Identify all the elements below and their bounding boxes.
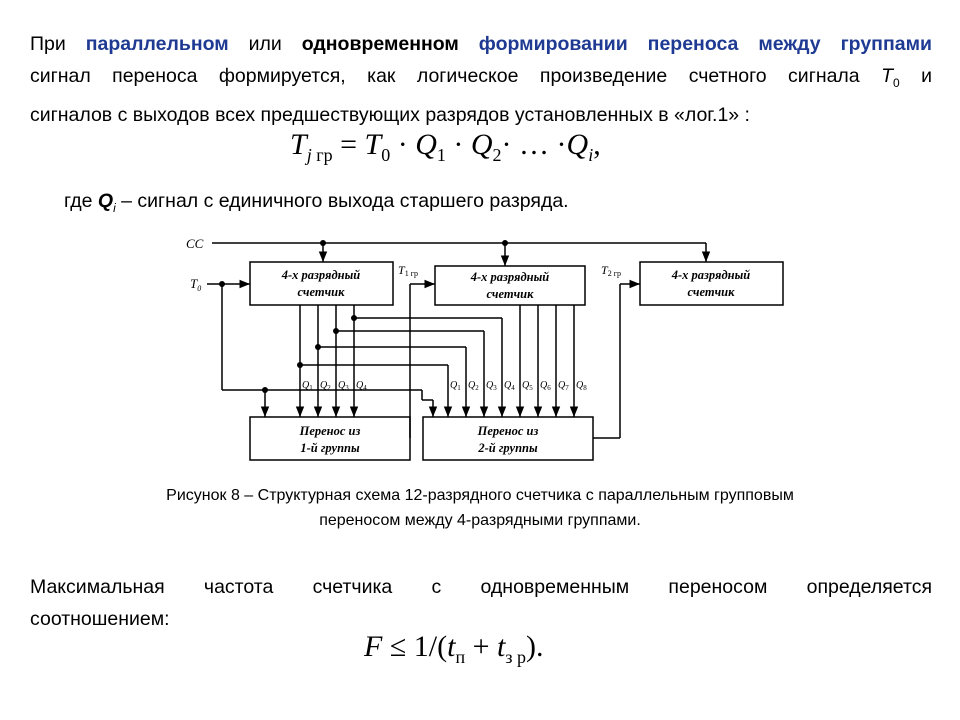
carry2-q6-label: Q6: [540, 380, 551, 392]
cc-label: CC: [186, 236, 204, 251]
formula-T: T: [290, 128, 307, 161]
carry1-q2-label: Q2: [320, 380, 331, 392]
carry2-q1-label: Q1: [450, 380, 461, 392]
carry1-q1-label: Q1: [302, 380, 313, 392]
carry2-q3-label: Q3: [486, 380, 497, 392]
formula-eq: =: [332, 128, 365, 161]
formula-Qi: Q: [566, 128, 589, 161]
intro-line-1: При параллельном или одновременном форми…: [30, 28, 932, 60]
t0-base: T: [190, 276, 198, 291]
carry-1-line1: Перенос из: [299, 424, 361, 438]
formula2-close: ).: [526, 630, 544, 663]
formula-carry: Tj гр = T0 · Q1 · Q2· … ·Qi,: [290, 128, 601, 166]
carry2-q8-label: Q8: [576, 380, 587, 392]
formula-Q1-sub: 1: [436, 145, 446, 165]
carry1-q4-label: Q4: [356, 380, 367, 392]
formula2-F: F: [364, 630, 383, 663]
formula-dot: ·: [390, 128, 416, 161]
carry2-q5-label: Q5: [522, 380, 533, 392]
caption-line-2: переносом между 4-разрядными группами.: [319, 512, 641, 529]
counter-2-line1: 4-х разрядный: [470, 270, 550, 284]
counter-1-line2: счетчик: [298, 285, 346, 299]
formula2-t1: t: [447, 630, 456, 663]
formula-Q1: Q: [415, 128, 437, 161]
formula-frequency: F ≤ 1/(tп + tз р).: [364, 630, 544, 668]
intro-text: и: [921, 65, 933, 87]
intro-line-2: сигнал переноса формируется, как логичес…: [30, 60, 932, 99]
term-parallel: параллельном: [85, 33, 229, 55]
junction-dot: [333, 328, 339, 334]
formula-j: j: [306, 145, 312, 165]
where-Q-sub: i: [113, 200, 116, 215]
junction-dot: [502, 240, 508, 246]
intro-line-3: сигналов с выходов всех предшествующих р…: [30, 99, 932, 131]
formula2-sub-zr: з р: [505, 647, 526, 667]
para2-line-1: Максимальная частота счетчика с одноврем…: [30, 576, 932, 598]
formula-ellipsis: · … ·: [501, 128, 567, 161]
formula2-leq: ≤ 1/(: [382, 630, 448, 663]
caption-line-1: Рисунок 8 – Структурная схема 12-разрядн…: [166, 487, 794, 504]
intro-text: сигналов с выходов всех предшествующих р…: [30, 103, 750, 126]
term-forming: формировании переноса между группами: [478, 33, 932, 55]
carry-2-line2: 2-й группы: [477, 441, 538, 455]
counter-3-line2: счетчик: [688, 285, 736, 299]
formula-comma: ,: [593, 128, 601, 161]
carry2-q4-label: Q4: [504, 380, 515, 392]
intro-text: или: [248, 33, 282, 55]
para2-line-2: соотношением:: [30, 608, 170, 630]
t0-sub: 0: [197, 284, 201, 293]
junction-dot: [315, 344, 321, 350]
counter-2-line2: счетчик: [487, 287, 535, 301]
counter-1-line1: 4-х разрядный: [281, 268, 361, 282]
junction-dot: [297, 362, 303, 368]
t2-sub: 2 гр: [608, 269, 621, 278]
frequency-paragraph: Максимальная частота счетчика с одноврем…: [30, 571, 932, 635]
formula2-plus: +: [465, 630, 498, 663]
t1-sub: 1 гр: [405, 269, 418, 278]
formula-Q2-sub: 2: [492, 145, 502, 165]
symbol-t0-sub: 0: [893, 75, 900, 90]
term-simultaneous: одновременном: [301, 33, 459, 55]
t1-label: T1 гр: [398, 263, 418, 278]
formula-sub-gr: гр: [316, 145, 333, 165]
formula2-t2: t: [497, 630, 506, 663]
formula2-sub-p: п: [455, 647, 466, 667]
figure-caption: Рисунок 8 – Структурная схема 12-разрядн…: [60, 483, 900, 533]
junction-dot: [262, 387, 268, 393]
t2-label: T2 гр: [601, 263, 621, 278]
formula-T0: T: [364, 128, 382, 161]
formula-T0-sub: 0: [381, 145, 391, 165]
counter-box-2: [434, 265, 586, 306]
counter-3-line1: 4-х разрядный: [671, 268, 751, 282]
formula-Q2: Q: [470, 128, 493, 161]
carry-2-line1: Перенос из: [477, 424, 539, 438]
carry2-q2-label: Q2: [468, 380, 479, 392]
t1-base: T: [398, 263, 406, 277]
carry2-q7-label: Q7: [558, 380, 569, 392]
where-text: – сигнал с единичного выхода старшего ра…: [115, 190, 569, 212]
where-text: где: [64, 190, 93, 212]
where-Q: Q: [97, 190, 114, 212]
t2-base: T: [601, 263, 609, 277]
junction-dot: [320, 240, 326, 246]
intro-text: При: [30, 33, 66, 55]
t0-label: T0: [190, 276, 201, 293]
intro-paragraph: При параллельном или одновременном форми…: [30, 28, 932, 131]
junction-dot: [351, 315, 357, 321]
carry-box-1: [249, 416, 411, 461]
carry-1-line2: 1-й группы: [300, 441, 360, 455]
where-line: где Qi – сигнал с единичного выхода стар…: [64, 190, 569, 217]
intro-text: сигнал переноса формируется, как логичес…: [30, 65, 860, 87]
carry1-q3-label: Q3: [338, 380, 349, 392]
formula-dot: ·: [445, 128, 471, 161]
symbol-t0: T: [881, 65, 893, 87]
junction-dot: [219, 281, 225, 287]
formula-Qi-sub: i: [588, 145, 594, 165]
